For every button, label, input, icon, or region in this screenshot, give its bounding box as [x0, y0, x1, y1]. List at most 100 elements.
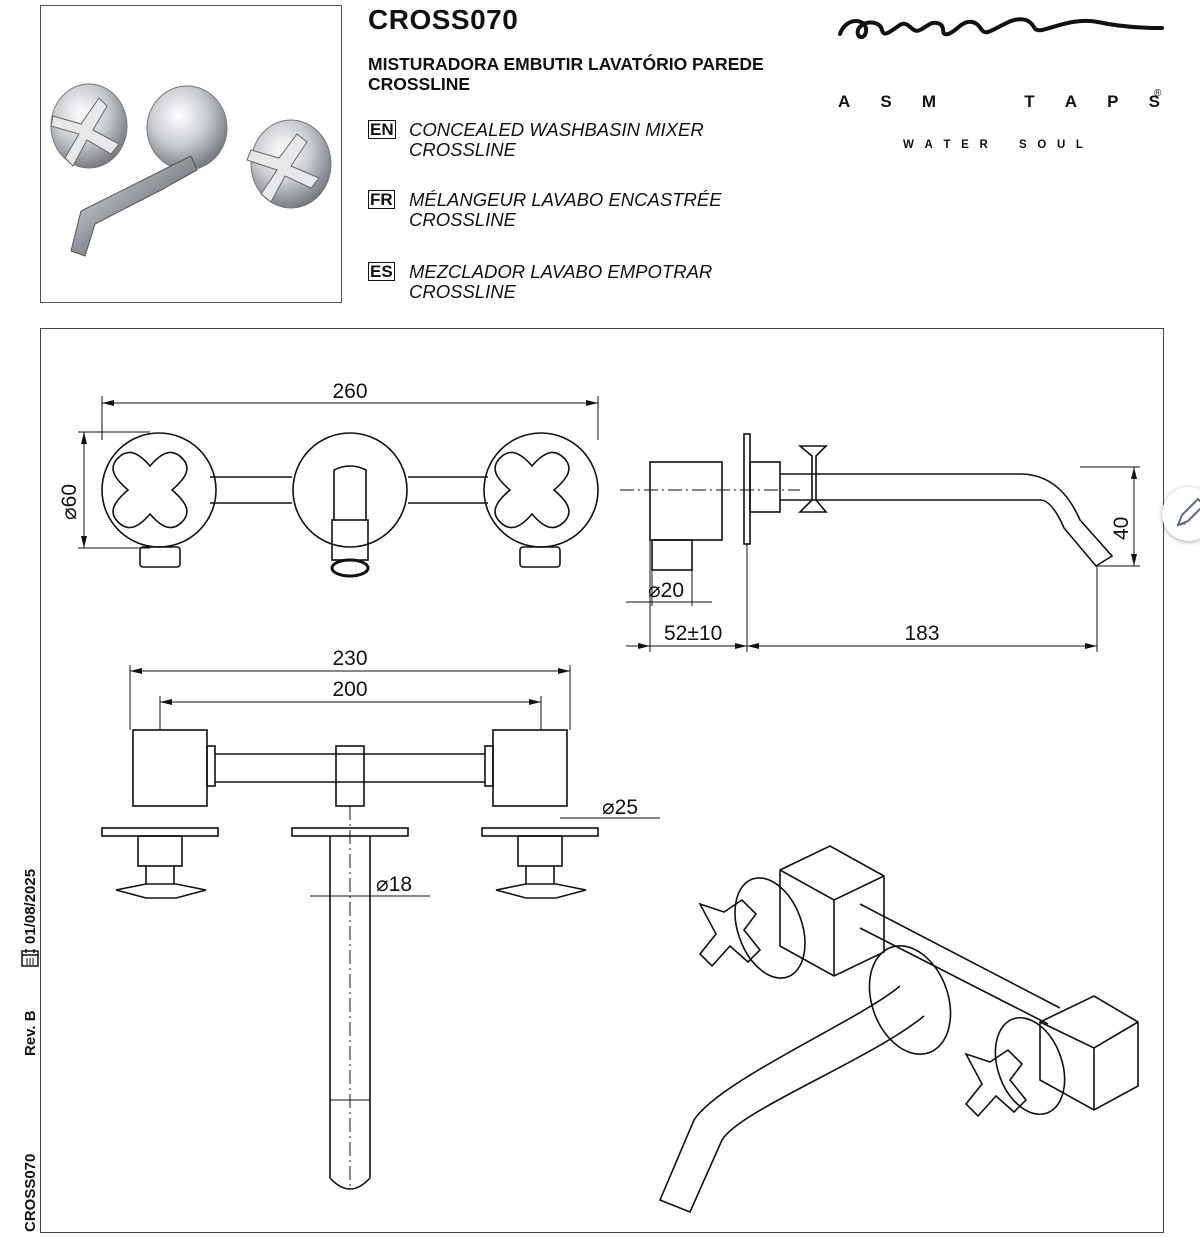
dim-52-label: 52±10 — [664, 622, 722, 645]
tagline-letter: E — [961, 139, 969, 151]
spout-front — [333, 465, 367, 520]
technical-drawing-frame — [40, 328, 1164, 1233]
tagline-letter: W — [903, 139, 914, 151]
brand-letter: M — [921, 92, 937, 111]
dim-200-label: 200 — [332, 678, 367, 701]
iso-connector — [859, 903, 1061, 1009]
registered-mark: ® — [1154, 88, 1162, 99]
tagline-letter: O — [1037, 139, 1047, 151]
brand-letter: T — [1024, 92, 1035, 111]
top-left-handle — [115, 883, 207, 899]
dim-20-value: 20 — [661, 579, 684, 602]
isometric-view — [658, 845, 1139, 1214]
product-photo — [40, 5, 342, 303]
dim-18-value: 18 — [389, 873, 412, 896]
translation-text-fr: MÉLANGEUR LAVABO ENCASTRÉE CROSSLINE — [409, 189, 722, 230]
left-cross-handle — [112, 451, 188, 529]
dimension-arrows — [1131, 467, 1137, 566]
side-spout-bend — [1019, 473, 1114, 568]
sidebar-date: 01/08/2025 — [22, 868, 39, 944]
edit-button[interactable] — [1162, 487, 1200, 541]
dim-52-value: 52 — [664, 622, 687, 645]
dim-60-value: 60 — [58, 484, 81, 507]
side-wall-plate — [743, 433, 751, 545]
dim-52-tolerance: ±10 — [687, 622, 722, 645]
dim-183-label: 183 — [904, 622, 939, 645]
language-tag-en: EN — [368, 120, 396, 139]
tagline-letter: S — [1019, 139, 1027, 151]
top-right-handle — [495, 883, 587, 899]
brand-logo — [836, 6, 1166, 166]
top-right-stem — [517, 835, 563, 867]
left-valve-stem — [139, 546, 181, 568]
middle-rosette — [292, 432, 408, 548]
spout-outlet — [330, 558, 370, 578]
dim-40-label: 40 — [1110, 517, 1133, 540]
top-left-nut — [206, 745, 216, 787]
brand-letter: P — [1107, 92, 1119, 111]
iso-left-body — [779, 845, 885, 977]
iso-right-rosette — [994, 1016, 1066, 1116]
dim-260-label: 260 — [332, 380, 367, 403]
dim-20-label: ⌀20 — [648, 579, 684, 602]
iso-spout — [658, 985, 925, 1214]
product-code: CROSS070 — [368, 4, 519, 35]
iso-left-rosette — [734, 877, 806, 979]
dimension-arrows — [81, 432, 87, 548]
sidebar-code: CROSS070 — [22, 1153, 39, 1232]
dim-25-label: ⌀25 — [602, 796, 638, 819]
dim-230-label: 230 — [332, 647, 367, 670]
brand-letter: S — [1148, 92, 1160, 111]
product-photo-illustration — [50, 83, 332, 257]
tagline-letter: L — [1075, 139, 1083, 151]
tagline-letter: A — [924, 139, 933, 151]
side-pipe-stub — [651, 539, 693, 571]
language-tag-es: ES — [368, 262, 395, 281]
top-left-stem — [137, 835, 183, 867]
brand-signature-mark — [838, 17, 1164, 39]
right-cross-handle — [494, 451, 570, 529]
right-rosette — [483, 432, 599, 548]
side-view: 40 ⌀20 52±10 183 — [620, 433, 1140, 652]
dim-18-label: ⌀18 — [376, 873, 412, 896]
top-left-plate — [101, 827, 219, 837]
iso-right-body — [1039, 995, 1139, 1111]
iso-connector — [859, 927, 1049, 1025]
right-valve-stem — [519, 546, 561, 568]
pencil-icon — [1176, 497, 1200, 527]
brand-name: A S M T A P S — [838, 92, 1160, 112]
top-spout-union — [335, 745, 365, 807]
brand-tagline: W A T E R S O U L — [903, 139, 1083, 151]
side-flange — [749, 461, 781, 513]
top-right-nut — [484, 745, 494, 787]
product-title-pt: MISTURADORA EMBUTIR LAVATÓRIO PAREDE CRO… — [368, 54, 764, 94]
iso-left-cross — [698, 898, 762, 968]
brand-letter: S — [880, 92, 892, 111]
tagline-letter: R — [979, 139, 988, 151]
top-spout-tip — [329, 1177, 371, 1190]
side-valve-body — [649, 461, 723, 541]
tagline-letter: U — [1056, 139, 1066, 151]
top-right-body — [492, 729, 568, 807]
iso-right-cross — [964, 1048, 1028, 1118]
language-tag-fr: FR — [368, 190, 395, 209]
iso-middle-rosette — [868, 944, 952, 1056]
dim-60-label: ⌀60 — [58, 484, 81, 520]
side-handle — [797, 445, 828, 513]
top-right-plate — [481, 827, 599, 837]
tagline-letter: T — [943, 139, 951, 151]
top-view: 230 200 ⌀25 ⌀18 — [101, 647, 660, 1190]
dim-25-value: 25 — [615, 796, 638, 819]
sidebar-revision: Rev. B — [22, 1010, 39, 1056]
front-view: 260 ⌀60 — [58, 380, 599, 578]
translation-text-en: CONCEALED WASHBASIN MIXER CROSSLINE — [409, 119, 704, 160]
left-rosette — [101, 432, 217, 548]
top-left-body — [132, 729, 208, 807]
brand-letter: A — [838, 92, 851, 111]
translation-text-es: MEZCLADOR LAVABO EMPOTRAR CROSSLINE — [409, 261, 713, 302]
calendar-icon — [21, 949, 39, 967]
spout-front-lower — [331, 519, 369, 561]
dimension-arrows — [638, 643, 747, 649]
brand-letter: A — [1064, 92, 1078, 111]
